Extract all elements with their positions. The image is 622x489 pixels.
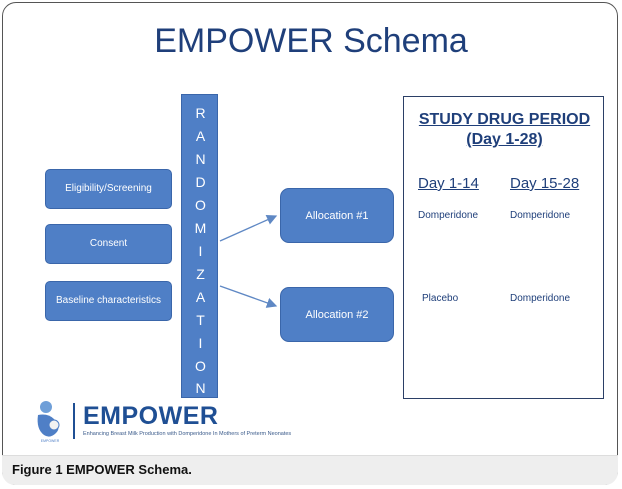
column-header-day-1-14: Day 1-14 bbox=[418, 175, 479, 192]
cell-allocation-2-day-15-28: Domperidone bbox=[510, 293, 571, 304]
rand-letter: A bbox=[195, 289, 206, 305]
allocation-1-box: Allocation #1 bbox=[280, 188, 394, 243]
cell-allocation-1-day-15-28: Domperidone bbox=[510, 210, 571, 221]
study-period-title: STUDY DRUG PERIOD bbox=[418, 111, 591, 128]
logo-divider bbox=[73, 403, 75, 439]
empower-logo-text: EMPOWER bbox=[83, 402, 219, 430]
rand-letter: I bbox=[198, 335, 203, 351]
column-header-day-15-28: Day 15-28 bbox=[510, 175, 580, 192]
caption-band bbox=[2, 455, 618, 485]
rand-letter: Z bbox=[196, 266, 205, 282]
empower-mother-child-icon: EMPOWER bbox=[37, 401, 60, 443]
rand-letter: N bbox=[195, 151, 206, 167]
rand-letter: M bbox=[194, 220, 207, 236]
rand-letter: O bbox=[195, 197, 206, 213]
randomization-bar: R A N D O M I Z A T I O N bbox=[181, 94, 218, 398]
empower-logo-tagline: Enhancing Breast Milk Production with Do… bbox=[83, 431, 292, 437]
study-period-subtitle: (Day 1-28) bbox=[466, 131, 543, 148]
rand-letter: T bbox=[196, 312, 205, 328]
eligibility-screening-box: Eligibility/Screening bbox=[45, 169, 172, 209]
figure-caption: Figure 1 EMPOWER Schema. bbox=[12, 462, 192, 477]
rand-letter: A bbox=[195, 128, 206, 144]
cell-allocation-1-day-1-14: Domperidone bbox=[418, 210, 479, 221]
slide-title: EMPOWER Schema bbox=[154, 22, 468, 60]
baseline-characteristics-box: Baseline characteristics bbox=[45, 281, 172, 321]
cell-allocation-2-day-1-14: Placebo bbox=[422, 293, 459, 304]
consent-box: Consent bbox=[45, 224, 172, 264]
allocation-2-box: Allocation #2 bbox=[280, 287, 394, 342]
arrow-to-allocation-2 bbox=[219, 285, 278, 308]
rand-letter: N bbox=[195, 380, 206, 396]
rand-letter: I bbox=[198, 243, 203, 259]
arrow-to-allocation-1 bbox=[219, 214, 278, 242]
rand-letter: O bbox=[195, 358, 206, 374]
rand-letter: D bbox=[195, 174, 206, 190]
study-drug-period-box: STUDY DRUG PERIOD (Day 1-28) Day 1-14 Da… bbox=[403, 96, 604, 399]
svg-text:EMPOWER: EMPOWER bbox=[41, 439, 60, 443]
rand-letter: R bbox=[195, 105, 206, 121]
